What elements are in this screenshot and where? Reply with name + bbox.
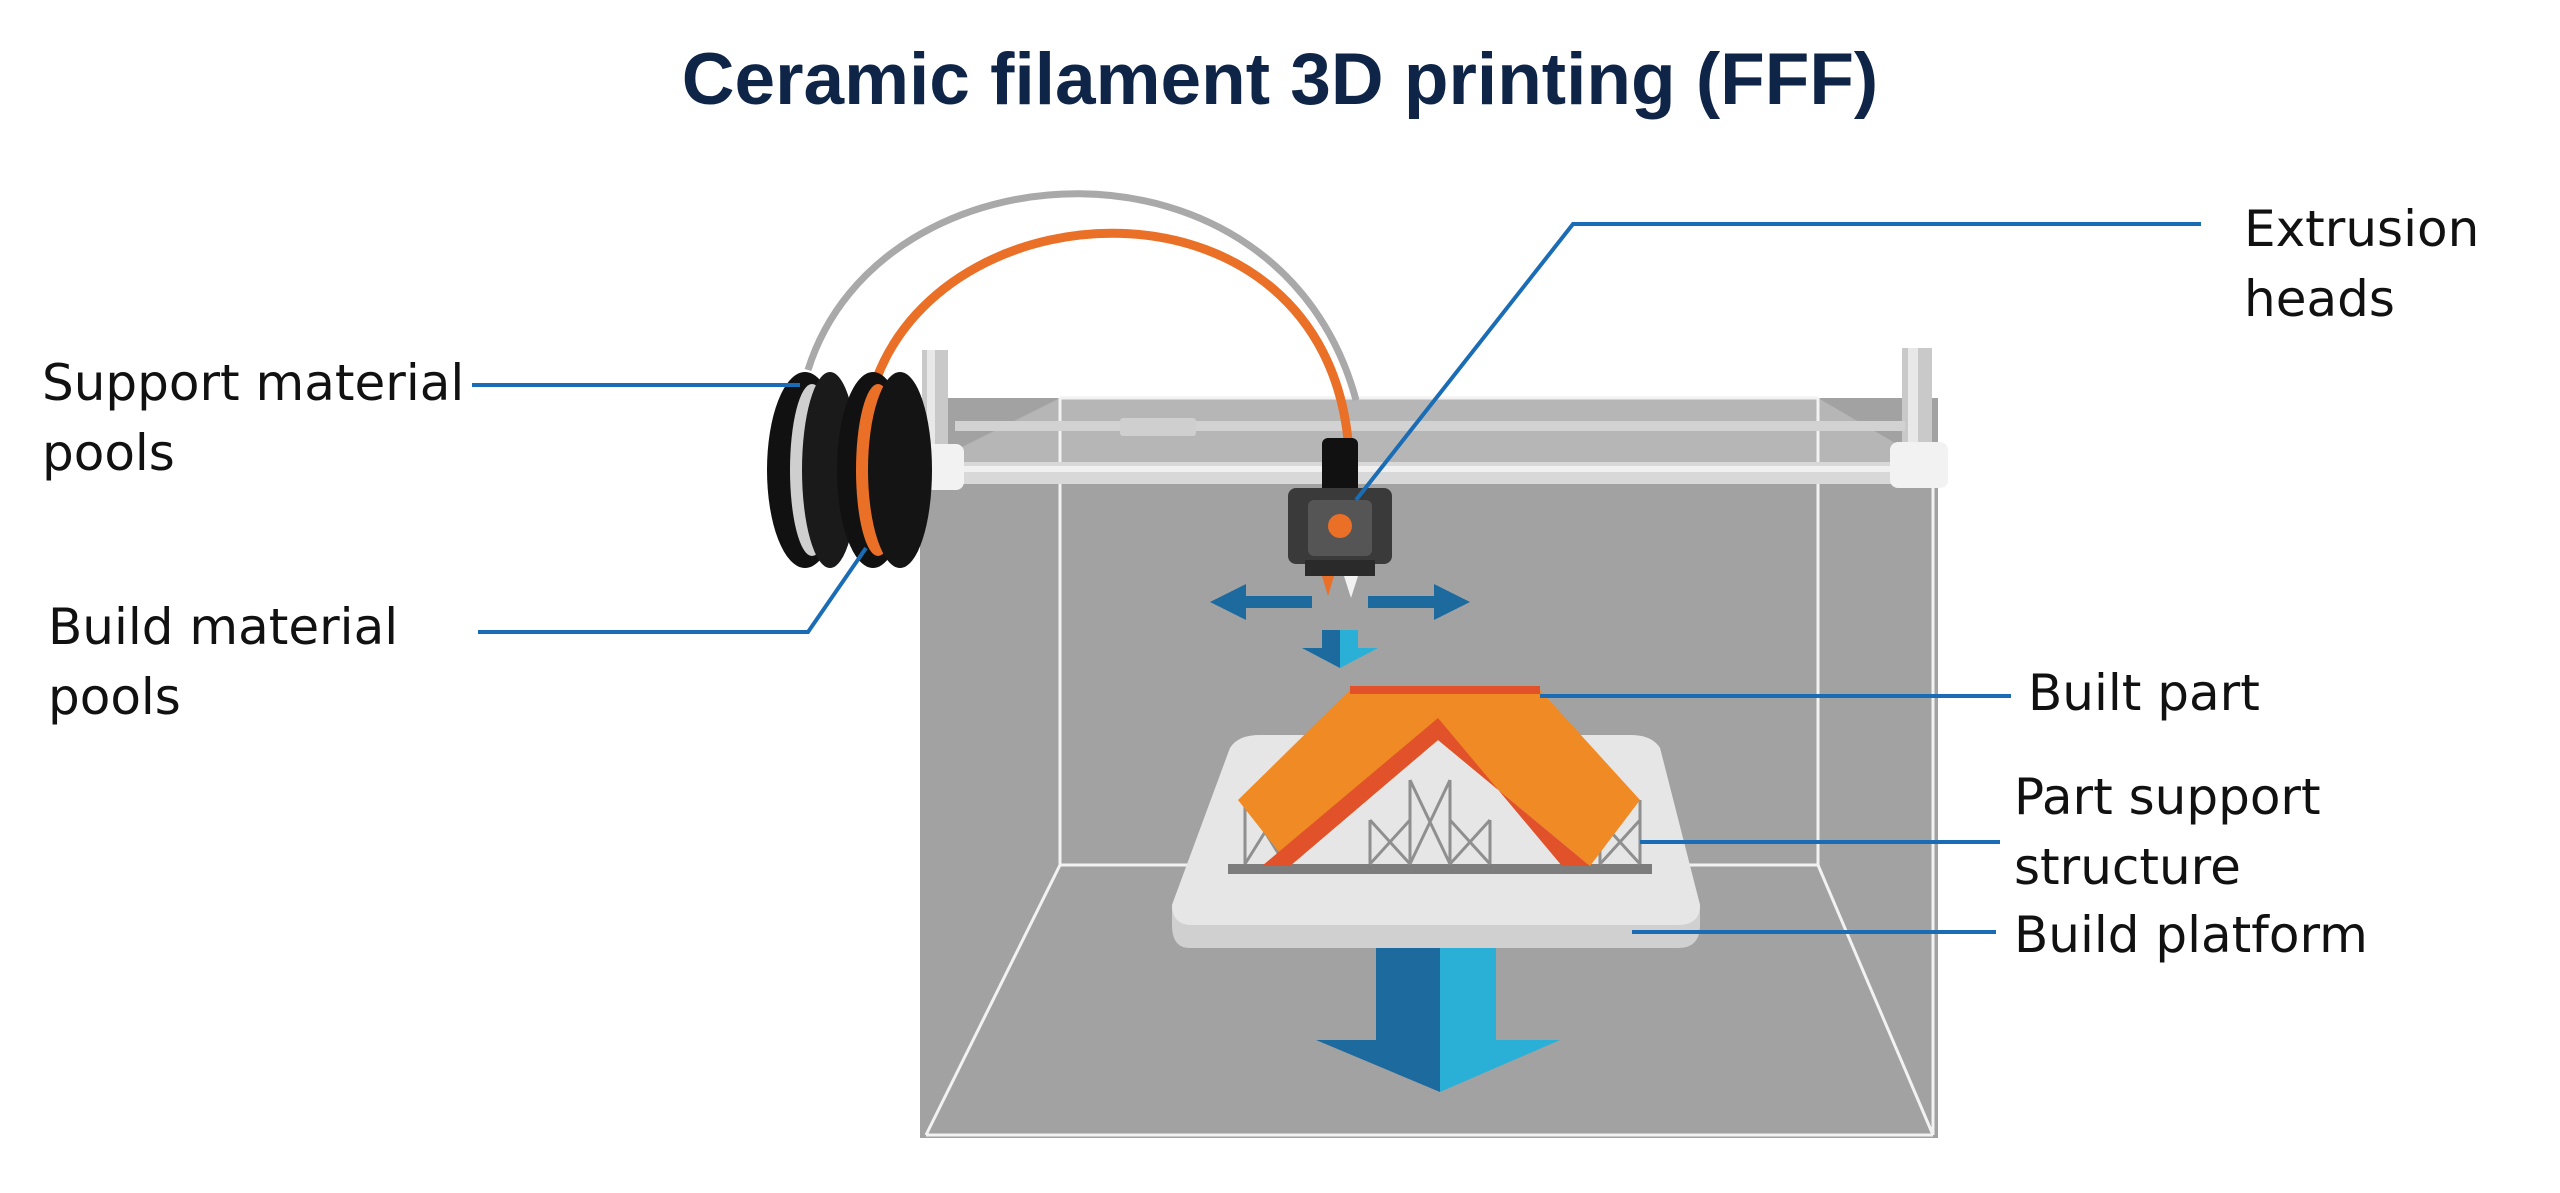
leader-lines — [472, 222, 2201, 934]
gantry — [906, 348, 1948, 490]
label-part-support-structure: Part support structure — [2014, 768, 2321, 896]
label-built-part: Built part — [2028, 664, 2260, 722]
extrusion-head — [1288, 438, 1392, 598]
leader-line-extrusion-heads — [1354, 222, 2201, 502]
label-support-material-pools: Support material pools — [42, 354, 465, 482]
label-extrusion-heads: Extrusion heads — [2244, 200, 2480, 328]
label-build-platform: Build platform — [2014, 906, 2368, 964]
platform-arrow — [1316, 948, 1560, 1092]
leader-line-build-pools — [478, 546, 868, 634]
label-build-material-pools: Build material pools — [48, 598, 399, 726]
support-filament-tube — [804, 190, 1360, 401]
build-filament-tube — [871, 228, 1353, 441]
diagram-title: Ceramic filament 3D printing (FFF) — [681, 39, 1879, 120]
motion-arrows — [1210, 584, 1470, 668]
built-part — [1238, 686, 1640, 866]
filament-spools — [767, 372, 932, 568]
